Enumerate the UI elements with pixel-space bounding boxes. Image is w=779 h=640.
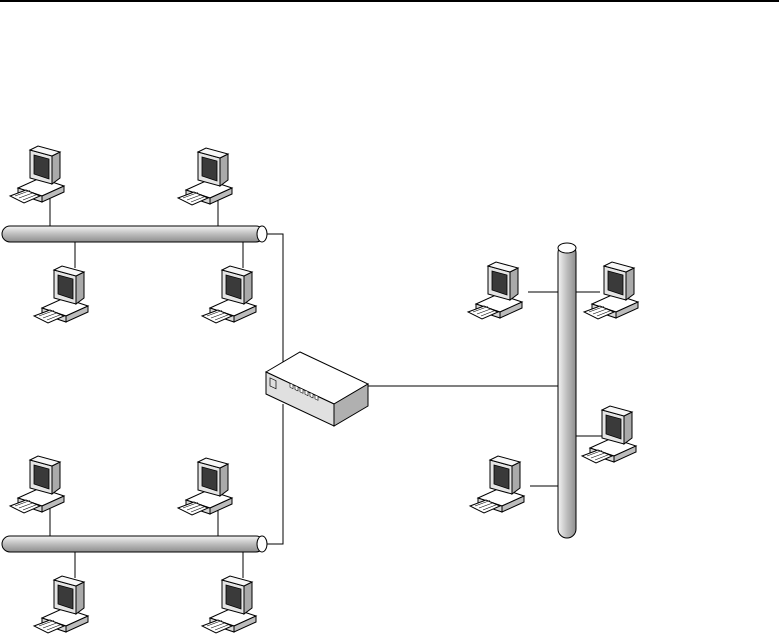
desktop-computer-icon (10, 146, 64, 203)
desktop-computer-icon (178, 148, 232, 205)
desktop-computer-icon (178, 458, 232, 515)
network-bus-cable (558, 243, 576, 538)
desktop-computer-icon (468, 262, 522, 319)
router-device-icon (266, 352, 368, 426)
desktop-computer-icon (202, 266, 256, 323)
desktop-computer-icon (202, 576, 256, 633)
desktop-computer-icon (34, 576, 88, 633)
network-bus-cable (2, 226, 267, 242)
desktop-computer-icon (470, 456, 524, 513)
desktop-computer-icon (582, 406, 636, 463)
link-segment-b-router (266, 404, 283, 544)
network-bus-cable (2, 536, 267, 552)
desktop-computer-icon (10, 456, 64, 513)
link-segment-a-router (266, 234, 283, 368)
desktop-computer-icon (584, 262, 638, 319)
desktop-computer-icon (34, 266, 88, 323)
